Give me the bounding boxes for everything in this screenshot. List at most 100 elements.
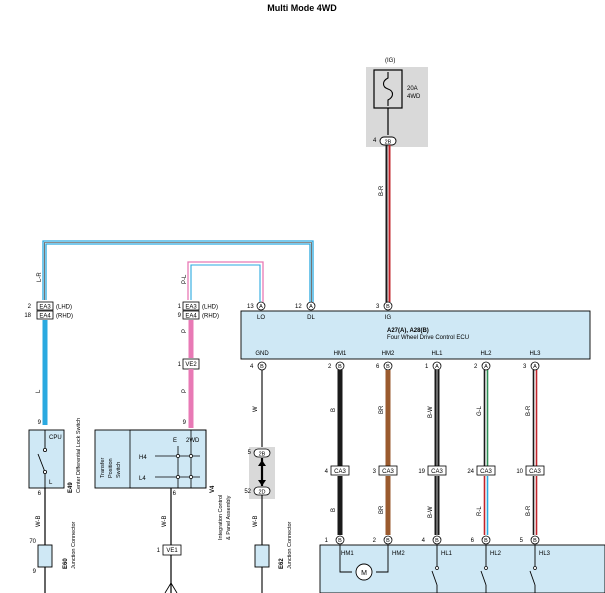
mid-ea3-box: [182, 301, 200, 311]
ecu-top-pin-lo: 13 A LO: [247, 301, 266, 321]
fuse-background: [366, 67, 428, 147]
wire-mid-bottom-label: W-B: [162, 515, 168, 527]
junction-connector-e60: 70 9 E60 Junction Connector: [29, 521, 77, 593]
ea3-box: [36, 301, 54, 311]
motor-wire-hm2: BR BR 3 CA3 2 B: [373, 370, 398, 545]
label-h4: H4: [139, 455, 147, 461]
wire-label-lower: B: [331, 508, 337, 512]
pin-circle: [530, 361, 540, 371]
ecu-bottom-pin-hl2: 2 A: [474, 361, 491, 371]
ca3-pin: 4: [325, 469, 329, 475]
motor-icon: [355, 563, 373, 581]
pin-label: DL: [307, 315, 315, 321]
pin-number: 4: [250, 364, 254, 370]
ve2-pin: 1: [178, 362, 182, 368]
assembly-id: V4: [210, 485, 216, 493]
label-2wd: 2WD: [186, 438, 200, 444]
ecu-top-pin-ig: 3 B IG: [376, 301, 393, 321]
jc-e62-name: Junction Connector: [287, 521, 293, 569]
ca3-box: [427, 465, 447, 476]
contact-icon: [189, 454, 193, 458]
wire-label: B-W: [428, 406, 434, 418]
ecu-box: [240, 310, 591, 360]
assembly-name-1: Integration Control: [218, 495, 224, 540]
motor-pin-number: 4: [422, 538, 426, 544]
ecu-label-hl1: HL1: [431, 351, 443, 357]
label-e: E: [173, 438, 177, 444]
pin-connector: B: [338, 538, 342, 544]
ea4-label: EA4: [39, 314, 51, 320]
position-switch-line3: Switch: [116, 462, 122, 478]
ca3-box: [525, 465, 545, 476]
fuse-connector-label: 2B: [385, 140, 392, 146]
ecu-label-gnd: GND: [255, 351, 269, 357]
fuse-icon: [382, 72, 394, 106]
limit-switch-icon: [431, 545, 439, 593]
ea4-pin: 18: [24, 313, 31, 319]
pin-connector: A: [259, 304, 263, 310]
position-switch-line2: Position: [108, 458, 114, 478]
jc-name: Junction Connector: [71, 521, 77, 569]
gnd-conn-b-pin: 52: [244, 489, 251, 495]
wire-label: G-L: [477, 405, 483, 416]
ecu-connectors: A27(A), A28(B): [387, 328, 429, 334]
pin-connector: A: [533, 364, 537, 370]
pin-circle: [383, 301, 393, 311]
pin-circle: [530, 535, 540, 545]
ca3-label: CA3: [480, 469, 492, 475]
mid-ea-connectors: 1 EA3 (LHD) 9 EA4 (RHD): [178, 301, 219, 320]
actuator-label-hl2: HL2: [490, 551, 502, 557]
jc-box: [37, 544, 53, 568]
switch-pin-top: 9: [38, 420, 42, 426]
pin-connector: B: [386, 304, 390, 310]
assembly-pin-9: 9: [183, 420, 187, 426]
fuse-rating: 20A: [407, 86, 418, 92]
ecu-name: Four Wheel Drive Control ECU: [387, 335, 469, 341]
contact-icon: [176, 454, 180, 458]
ecu-label-hm1: HM1: [334, 351, 347, 357]
ea4-side: (RHD): [56, 314, 73, 320]
pin-connector: B: [260, 364, 264, 370]
wire-label-lower: BR: [379, 505, 385, 514]
ca3-label: CA3: [529, 469, 541, 475]
motor-pin-number: 2: [373, 538, 377, 544]
actuator-label-hl3: HL3: [539, 551, 551, 557]
ca3-pin: 3: [373, 469, 377, 475]
mid-ea3-side: (LHD): [202, 305, 218, 311]
limit-switch-icon: [529, 545, 537, 593]
motor-pin-number: 6: [471, 538, 475, 544]
actuator-label-hm1: HM1: [341, 551, 354, 557]
wire-gnd-label-1: W: [253, 406, 259, 412]
mid-ea4-box: [182, 310, 200, 320]
pin-circle: [256, 301, 266, 311]
ecu-bottom-pin-hm2: 6 B: [376, 361, 393, 371]
ecu-bottom-pin-hl3: 3 A: [523, 361, 540, 371]
ecu-label-hl2: HL2: [480, 351, 492, 357]
left-ea-connectors: 2 EA3 (LHD) 18 EA4 (RHD): [24, 301, 73, 320]
gnd-conn-b-label: 2D: [258, 490, 265, 496]
pin-circle: [481, 535, 491, 545]
motor-wire-hm1: B B 4 CA3 1 B: [325, 370, 350, 545]
ecu-bottom-pin-hl1: 1 A: [425, 361, 442, 371]
center-diff-lock-switch: CPU L E49 Center Differential Lock Switc…: [28, 418, 82, 493]
wire-label: B: [331, 408, 337, 412]
connector-arrow-icon: [258, 460, 266, 486]
fuse-name: 4WD: [407, 94, 421, 100]
mid-ea4-side: (RHD): [202, 314, 219, 320]
ea3-side: (LHD): [56, 305, 72, 311]
wire-label-lower: R-L: [477, 506, 483, 516]
ca3-pin: 24: [467, 469, 474, 475]
ecu-panel: A27(A), A28(B) Four Wheel Drive Control …: [240, 301, 591, 371]
contact-icon: [176, 475, 180, 479]
wire-mid-label-2: P: [182, 389, 188, 393]
motor-pin-number: 5: [520, 538, 524, 544]
ca3-label: CA3: [431, 469, 443, 475]
pin-connector: B: [533, 538, 537, 544]
pin-label: LO: [257, 315, 265, 321]
ca3-pin: 10: [516, 469, 523, 475]
ecu-top-pin-dl: 12 A DL: [295, 301, 315, 321]
position-switch-box: [129, 429, 207, 489]
mid-ea3-pin: 1: [178, 304, 182, 310]
wire-label: BR: [379, 405, 385, 414]
